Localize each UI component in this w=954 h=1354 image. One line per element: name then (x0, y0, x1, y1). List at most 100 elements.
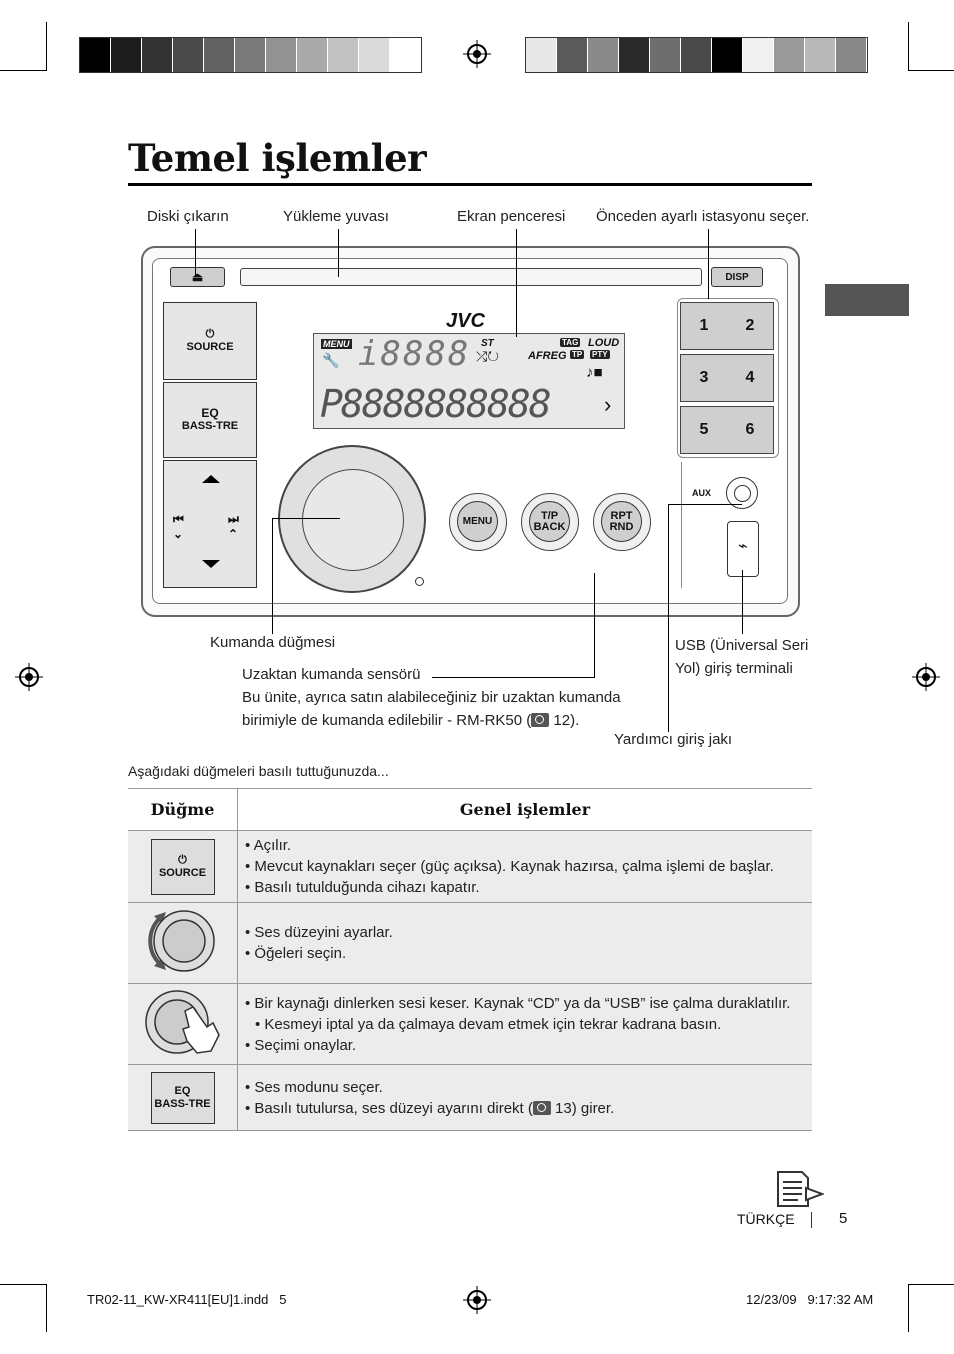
preset-4[interactable]: 4 (745, 369, 755, 386)
document-arrow-icon (777, 1171, 824, 1207)
label-aux: Yardımcı giriş jakı (614, 731, 733, 748)
crop-mark (908, 70, 954, 71)
rotate-dial-icon (147, 910, 215, 972)
preset-2[interactable]: 2 (745, 317, 755, 334)
control-dial[interactable] (278, 445, 426, 593)
lcd-tp: TP (570, 350, 585, 359)
crop-mark (0, 70, 47, 71)
row-description: Açılır. Mevcut kaynakları seçer (güç açı… (237, 830, 812, 903)
color-bar-right (525, 37, 868, 73)
skip-back-icon[interactable]: ⏮⌄ (173, 512, 184, 541)
list-item: Basılı tutulduğunda cihazı kapatır. (245, 877, 811, 898)
registration-mark-icon (463, 40, 491, 68)
list-item: Ses düzeyini ayarlar. (245, 922, 811, 943)
leader-line (338, 229, 339, 277)
list-item: Açılır. (245, 835, 811, 856)
lcd-st: ST (481, 338, 494, 349)
section-tab (825, 284, 909, 316)
lcd-tag: TAG (560, 338, 581, 347)
up-arrow-icon[interactable] (202, 475, 220, 483)
wrench-icon: 🔧 (322, 352, 340, 368)
power-icon: ⏻ (178, 853, 187, 866)
list-item-continued: Kesmeyi iptal ya da çalmaya devam etmek … (245, 1014, 811, 1035)
table-header: Düğme Genel işlemler (128, 788, 812, 831)
leader-line (516, 229, 517, 337)
aux-jack[interactable] (726, 477, 758, 509)
list-item: Basılı tutulursa, ses düzeyi ayarını dir… (245, 1098, 811, 1119)
leader-line (668, 504, 669, 732)
eq-button-icon: EQ BASS-TRE (128, 1064, 238, 1131)
column-header-operations: Genel işlemler (237, 788, 812, 831)
operations-table: Düğme Genel işlemler ⏻ SOURCE Açılır. Me… (128, 788, 812, 1131)
leader-line (272, 518, 340, 519)
shuffle-repeat-icon: ⤮↻ (476, 348, 500, 364)
column-header-button: Düğme (128, 788, 238, 831)
menu-button[interactable]: MENU (449, 493, 507, 551)
source-key-label: SOURCE (158, 866, 207, 879)
source-button[interactable]: ⏻ SOURCE (163, 302, 257, 380)
preset-6[interactable]: 6 (745, 421, 755, 438)
label-remote-note-1: Bu ünite, ayrıca satın alabileceğiniz bi… (242, 689, 621, 706)
footer-language: TÜRKÇE (737, 1211, 795, 1227)
color-bar-left (79, 37, 422, 73)
title-rule (128, 183, 812, 186)
bass-tre-label: BASS-TRE (181, 420, 239, 432)
table-row: Bir kaynağı dinlerken sesi keser. Kaynak… (128, 983, 812, 1065)
list-item: Bir kaynağı dinlerken sesi keser. Kaynak… (245, 993, 811, 1014)
table-row: ⏻ SOURCE Açılır. Mevcut kaynakları seçer… (128, 830, 812, 903)
brand-logo: JVC (446, 310, 485, 332)
label-usb-1: USB (Üniversal Seri (675, 637, 809, 654)
music-folder-icon: ♪■ (586, 364, 603, 381)
leader-line (708, 229, 709, 299)
crop-mark (0, 1284, 47, 1285)
leader-line (432, 677, 595, 678)
label-control-dial: Kumanda düğmesi (210, 634, 336, 651)
dial-center[interactable] (302, 469, 404, 571)
table-row: EQ BASS-TRE Ses modunu seçer. Basılı tut… (128, 1064, 812, 1131)
navigation-pad[interactable]: ⏮⌄ ⏭⌃ (163, 460, 257, 588)
usb-icon: ⌁ (738, 538, 748, 555)
press-dial-icon (128, 983, 238, 1065)
preset-1[interactable]: 1 (699, 317, 709, 334)
eject-button[interactable]: ⏏ (170, 267, 225, 287)
list-item: Öğeleri seçin. (245, 943, 811, 964)
back-label: BACK (533, 520, 566, 533)
preset-3[interactable]: 3 (699, 369, 709, 386)
reference-icon (531, 713, 550, 727)
list-item: Seçimi onaylar. (245, 1035, 811, 1056)
label-display-window: Ekran penceresi (457, 208, 566, 225)
crop-mark (46, 1284, 47, 1332)
registration-mark-icon (463, 1286, 491, 1314)
power-icon: ⏻ (205, 328, 215, 340)
label-slot: Yükleme yuvası (283, 208, 389, 225)
row-description: Ses düzeyini ayarlar. Öğeleri seçin. (237, 902, 812, 984)
row-description: Ses modunu seçer. Basılı tutulursa, ses … (237, 1064, 812, 1131)
list-item-text: Basılı tutulursa, ses düzeyi ayarını dir… (254, 1099, 533, 1117)
page-title: Temel işlemler (128, 136, 427, 180)
disc-slot (240, 268, 702, 286)
intro-text: Aşağıdaki düğmeleri basılı tuttuğunuzda.… (128, 763, 389, 779)
down-arrow-icon[interactable] (202, 560, 220, 568)
disp-button[interactable]: DISP (711, 267, 763, 287)
eq-button[interactable]: EQ BASS-TRE (163, 382, 257, 458)
lcd-loud: LOUD (588, 337, 620, 349)
rpt-label: RPT (610, 509, 633, 522)
chevron-right-icon: › (604, 392, 612, 417)
usb-port[interactable]: ⌁ (727, 521, 759, 577)
table-row: Ses düzeyini ayarlar. Öğeleri seçin. (128, 902, 812, 984)
display-window: MENU 🔧 i8888 ST TAG LOUD ⤮↻ AFREG TP PTY… (313, 333, 625, 429)
crop-mark (908, 1284, 909, 1332)
footer-divider (811, 1212, 812, 1228)
remote-note-text: birimiyle de kumanda edilebilir - RM-RK5… (242, 712, 532, 729)
remote-note-page: 12). (549, 712, 580, 729)
skip-forward-icon[interactable]: ⏭⌃ (228, 512, 239, 541)
source-button-label: SOURCE (186, 341, 234, 353)
row-description: Bir kaynağı dinlerken sesi keser. Kaynak… (237, 983, 812, 1065)
preset-5[interactable]: 5 (699, 421, 709, 438)
crop-mark (908, 22, 909, 70)
